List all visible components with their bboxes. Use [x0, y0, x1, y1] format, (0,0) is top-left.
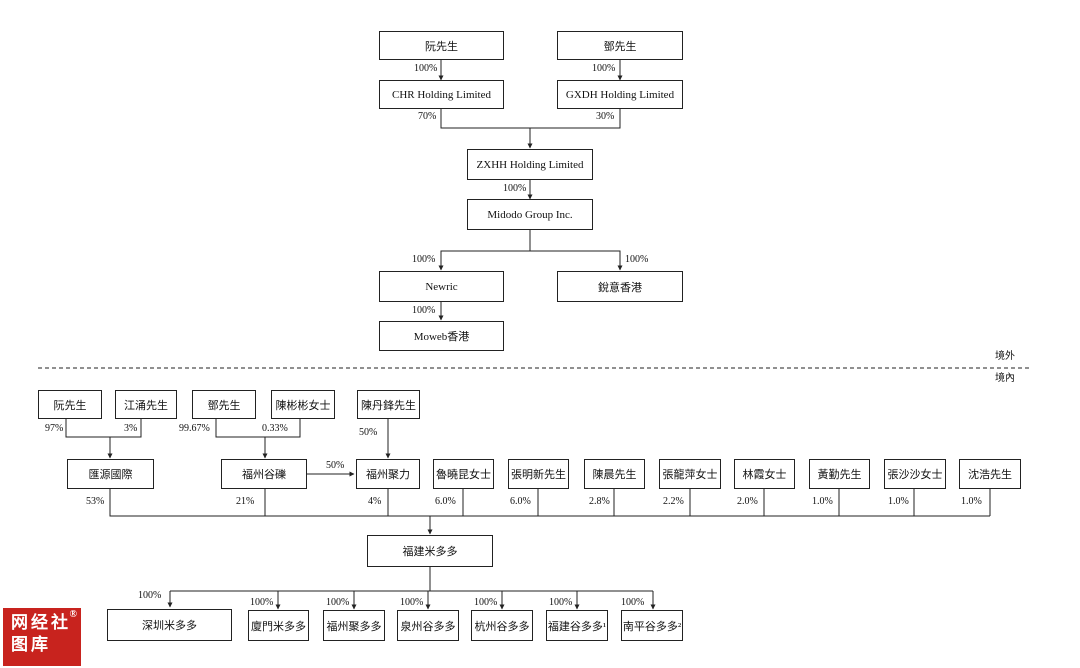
pct-fujian-shenzhen: 100%: [138, 590, 162, 601]
hangzhou-box: 杭州谷多多: [471, 610, 533, 641]
pct-lu-fujian: 6.0%: [435, 496, 456, 507]
pct-zhangmx-fujian: 6.0%: [510, 496, 531, 507]
chen-binbin-box: 陳彬彬女士: [271, 390, 335, 419]
pct-gxdh-zxhh: 30%: [596, 111, 615, 122]
pct-zxhh-midodo: 100%: [503, 183, 527, 194]
midodo-group-box: Midodo Group Inc.: [467, 199, 593, 230]
pct-lin-fujian: 2.0%: [737, 496, 758, 507]
pct-fujian-fuzhoujmd: 100%: [326, 597, 350, 608]
pct-chr-zxhh: 70%: [418, 111, 437, 122]
zhang-lp-box: 張龍萍女士: [659, 459, 721, 489]
pct-fujian-hangzhou: 100%: [474, 597, 498, 608]
pct-huiyuan-fujian: 53%: [86, 496, 105, 507]
pct-midodo-newric: 100%: [412, 254, 436, 265]
pct-zhangss-fujian: 1.0%: [888, 496, 909, 507]
chen-danfeng-box: 陳丹鋒先生: [357, 390, 420, 419]
shen-box: 沈浩先生: [959, 459, 1021, 489]
pct-fujian-nanping: 100%: [621, 597, 645, 608]
pct-zhanglp-fujian: 2.2%: [663, 496, 684, 507]
pct-jiang-huiyuan: 3%: [124, 423, 138, 434]
pct-chenbb-guye: 0.33%: [262, 423, 288, 434]
pct-deng-gxdh: 100%: [592, 63, 616, 74]
watermark-line1: 网经社: [11, 613, 71, 632]
fuzhou-guye-box: 福州谷礫: [221, 459, 307, 489]
label-offshore: 境外: [995, 351, 1015, 362]
nanping-box: 南平谷多多²: [621, 610, 683, 641]
lin-box: 林霞女士: [734, 459, 795, 489]
label-onshore: 境內: [995, 373, 1015, 384]
lu-box: 魯曉昆女士: [433, 459, 494, 489]
chr-holding-box: CHR Holding Limited: [379, 80, 504, 109]
pct-huang-fujian: 1.0%: [812, 496, 833, 507]
fujian-midodo-box: 福建米多多: [367, 535, 493, 567]
fujian-gu-box: 福建谷多多¹: [546, 610, 608, 641]
fuzhou-juli-box: 福州聚力: [356, 459, 420, 489]
offshore-ruan-box: 阮先生: [379, 31, 504, 60]
huang-box: 黃勤先生: [809, 459, 870, 489]
chen-chen-box: 陳晨先生: [584, 459, 645, 489]
pct-fujian-xiamen: 100%: [250, 597, 274, 608]
pct-shen-fujian: 1.0%: [961, 496, 982, 507]
pct-chenchen-fujian: 2.8%: [589, 496, 610, 507]
watermark-logo: 网经社 图库 ®: [3, 608, 81, 666]
offshore-deng-box: 鄧先生: [557, 31, 683, 60]
quanzhou-box: 泉州谷多多: [397, 610, 459, 641]
pct-juli-fujian: 4%: [368, 496, 382, 507]
pct-ruan-huiyuan: 97%: [45, 423, 64, 434]
zxhh-holding-box: ZXHH Holding Limited: [467, 149, 593, 180]
pct-deng-guye: 99.67%: [179, 423, 210, 434]
xiamen-box: 廈門米多多: [248, 610, 309, 641]
pct-chendf-juli: 50%: [359, 427, 378, 438]
pct-midodo-ruiyi: 100%: [625, 254, 649, 265]
gxdh-holding-box: GXDH Holding Limited: [557, 80, 683, 109]
zhang-ss-box: 張沙沙女士: [884, 459, 946, 489]
watermark-line2: 图库: [11, 635, 51, 654]
jiang-box: 江涌先生: [115, 390, 177, 419]
onshore-deng-box: 鄧先生: [192, 390, 256, 419]
ruiyi-hk-box: 銳意香港: [557, 271, 683, 302]
pct-ruan-chr: 100%: [414, 63, 438, 74]
huiyuan-box: 匯源國際: [67, 459, 154, 489]
pct-guye-juli: 50%: [326, 460, 345, 471]
newric-box: Newric: [379, 271, 504, 302]
pct-guye-fujian: 21%: [236, 496, 255, 507]
registered-mark: ®: [69, 609, 77, 620]
onshore-ruan-box: 阮先生: [38, 390, 102, 419]
zhang-mx-box: 張明新先生: [508, 459, 569, 489]
shenzhen-box: 深圳米多多: [107, 609, 232, 641]
pct-fujian-quanzhou: 100%: [400, 597, 424, 608]
moweb-hk-box: Moweb香港: [379, 321, 504, 351]
pct-newric-moweb: 100%: [412, 305, 436, 316]
pct-fujian-fujiangu: 100%: [549, 597, 573, 608]
fuzhou-jmd-box: 福州聚多多: [323, 610, 385, 641]
